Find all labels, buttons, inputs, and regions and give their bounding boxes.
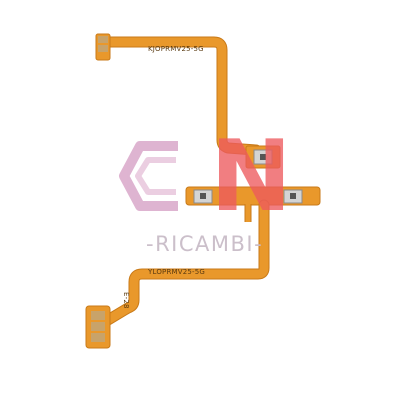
middle-switch-assembly <box>185 186 321 222</box>
side-code: E-28 <box>122 292 130 309</box>
lower-flex-cable <box>85 199 270 349</box>
upper-flex-cable <box>95 33 281 169</box>
watermark-letter-n: N <box>210 120 293 234</box>
watermark-logo <box>119 141 178 211</box>
watermark-brand-text: -RICAMBI- <box>146 232 264 256</box>
upper-flex-code: KJOPRMV25-5G <box>148 45 204 53</box>
lower-flex-code: YLOPRMV25-5G <box>148 268 206 276</box>
